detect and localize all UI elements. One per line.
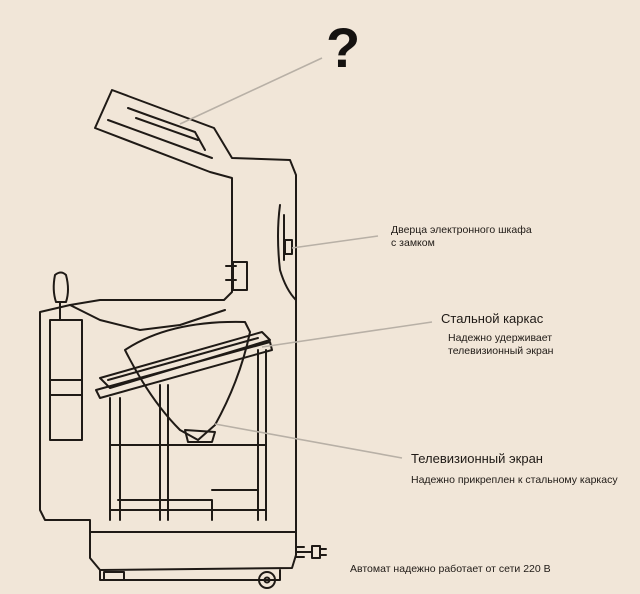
door-label-line2: с замком <box>391 237 435 249</box>
power-note: Автомат надежно работает от сети 220 В <box>350 563 551 575</box>
electronics-box <box>232 261 248 291</box>
power-plug <box>311 545 327 559</box>
door-lock <box>284 239 293 255</box>
frame-desc-line2: телевизионный экран <box>448 345 554 357</box>
door-label-line1: Дверца электронного шкафа <box>391 224 532 236</box>
frame-title: Стальной каркас <box>441 311 544 326</box>
wheel-front <box>258 571 276 589</box>
leader-frame <box>261 321 433 348</box>
question-mark: ? <box>326 16 361 79</box>
cabinet-hood <box>39 89 297 571</box>
frame-desc-line1: Надежно удерживает <box>448 332 553 344</box>
steel-frame <box>99 331 271 389</box>
leader-screen <box>214 423 403 459</box>
leader-door <box>291 235 379 249</box>
cabinet-base <box>99 569 281 581</box>
leader-question <box>179 57 323 125</box>
screen-desc: Надежно прикреплен к стальному каркасу <box>411 474 618 486</box>
tv-screen <box>124 320 251 441</box>
screen-title: Телевизионный экран <box>411 451 543 466</box>
wheel-rear <box>103 571 125 581</box>
lever-handle <box>52 271 69 303</box>
